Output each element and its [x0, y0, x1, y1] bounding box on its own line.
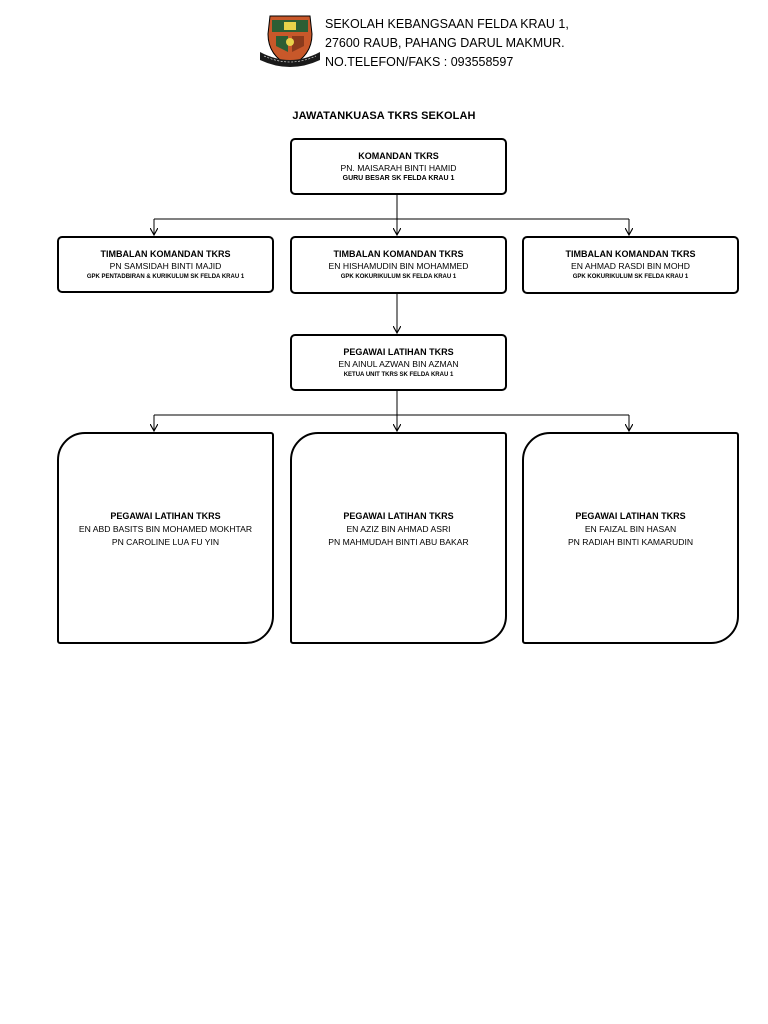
officer-role: PEGAWAI LATIHAN TKRS — [575, 511, 686, 521]
officer-role: PEGAWAI LATIHAN TKRS — [110, 511, 221, 521]
training-officer-position: KETUA UNIT TKRS SK FELDA KRAU 1 — [343, 371, 454, 378]
deputy-box-2: TIMBALAN KOMANDAN TKRS EN HISHAMUDIN BIN… — [290, 236, 507, 294]
officer-name: PN MAHMUDAH BINTI ABU BAKAR — [328, 537, 469, 547]
officer-name: EN ABD BASITS BIN MOHAMED MOKHTAR — [78, 524, 253, 534]
commander-box: KOMANDAN TKRS PN. MAISARAH BINTI HAMID G… — [290, 138, 507, 195]
address-line-3: NO.TELEFON/FAKS : 093558597 — [325, 55, 514, 69]
deputy-role: TIMBALAN KOMANDAN TKRS — [100, 248, 231, 259]
officer-name: PN CAROLINE LUA FU YIN — [111, 537, 220, 547]
officer-name: EN FAIZAL BIN HASAN — [584, 524, 677, 534]
deputy-role: TIMBALAN KOMANDAN TKRS — [333, 249, 464, 259]
deputy-name: EN HISHAMUDIN BIN MOHAMMED — [328, 261, 469, 271]
org-chart-connectors — [0, 195, 768, 700]
commander-name: PN. MAISARAH BINTI HAMID — [340, 162, 457, 173]
school-crest-icon — [260, 15, 320, 67]
officer-name: EN AZIZ BIN AHMAD ASRI — [346, 524, 451, 534]
deputy-position: GPK KOKURIKULUM SK FELDA KRAU 1 — [340, 274, 457, 280]
officer-role: PEGAWAI LATIHAN TKRS — [343, 511, 454, 521]
training-officer-name: EN AINUL AZWAN BIN AZMAN — [338, 358, 459, 369]
officer-box-2: PEGAWAI LATIHAN TKRS EN AZIZ BIN AHMAD A… — [290, 432, 507, 644]
officer-name: PN RADIAH BINTI KAMARUDIN — [567, 537, 694, 547]
address-line-2: 27600 RAUB, PAHANG DARUL MAKMUR. — [325, 36, 565, 50]
page-title: JAWATANKUASA TKRS SEKOLAH — [292, 110, 476, 122]
training-officer-role: PEGAWAI LATIHAN TKRS — [343, 346, 454, 357]
deputy-position: GPK PENTADBIRAN & KURIKULUM SK FELDA KRA… — [86, 273, 245, 280]
deputy-box-3: TIMBALAN KOMANDAN TKRS EN AHMAD RASDI BI… — [522, 236, 739, 294]
deputy-role: TIMBALAN KOMANDAN TKRS — [565, 249, 696, 259]
officer-box-3: PEGAWAI LATIHAN TKRS EN FAIZAL BIN HASAN… — [522, 432, 739, 644]
deputy-position: GPK KOKURIKULUM SK FELDA KRAU 1 — [572, 274, 689, 280]
commander-role: KOMANDAN TKRS — [358, 150, 439, 161]
deputy-name: PN SAMSIDAH BINTI MAJID — [109, 260, 222, 271]
school-header: SEKOLAH KEBANGSAAN FELDA KRAU 1, 27600 R… — [258, 12, 618, 74]
deputy-name: EN AHMAD RASDI BIN MOHD — [571, 261, 690, 271]
training-officer-box: PEGAWAI LATIHAN TKRS EN AINUL AZWAN BIN … — [290, 334, 507, 391]
address-line-1: SEKOLAH KEBANGSAAN FELDA KRAU 1, — [325, 17, 569, 31]
school-address: SEKOLAH KEBANGSAAN FELDA KRAU 1, 27600 R… — [325, 15, 569, 72]
deputy-box-1: TIMBALAN KOMANDAN TKRS PN SAMSIDAH BINTI… — [57, 236, 274, 293]
commander-position: GURU BESAR SK FELDA KRAU 1 — [342, 174, 455, 182]
officer-box-1: PEGAWAI LATIHAN TKRS EN ABD BASITS BIN M… — [57, 432, 274, 644]
